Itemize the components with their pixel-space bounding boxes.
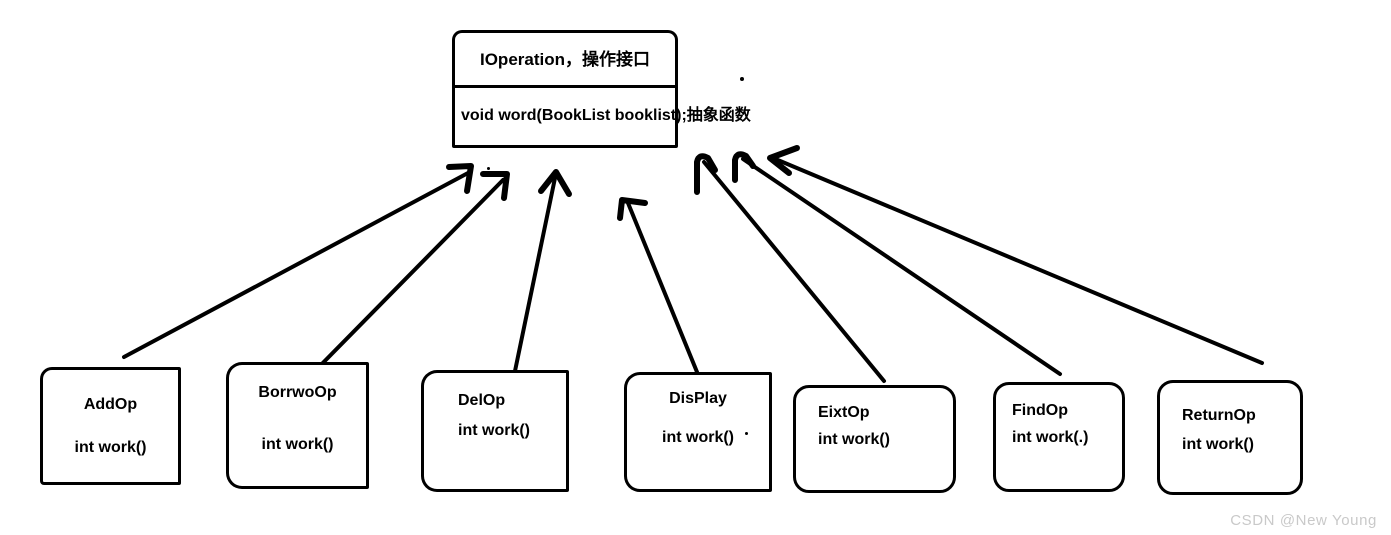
edge-findop-to-ioperation [732, 151, 1062, 376]
class-box-display[interactable]: DisPlay int work() [624, 372, 772, 492]
class-box-borrwoop[interactable]: BorrwoOp int work() [226, 362, 369, 489]
findop-title: FindOp [1012, 402, 1068, 419]
borrwoop-method: int work() [261, 436, 334, 453]
csdn-watermark: CSDN @New Young [1230, 512, 1377, 529]
class-box-returnop[interactable]: ReturnOp int work() [1157, 380, 1303, 495]
edge-delop-to-ioperation [513, 169, 572, 373]
edge-borrwoop-to-ioperation [309, 171, 510, 377]
returnop-method: int work() [1182, 436, 1254, 453]
class-box-eixtop[interactable]: EixtOp int work() [793, 385, 956, 493]
addop-method: int work() [74, 439, 147, 456]
class-box-delop[interactable]: DelOp int work() [421, 370, 569, 492]
ioperation-method-compartment: void word(BookList booklist);抽象函数 [461, 107, 791, 125]
ioperation-header: IOperation，操作接口 [455, 33, 675, 85]
delop-method: int work() [458, 422, 530, 439]
eixtop-title: EixtOp [818, 404, 870, 421]
ink-speck [487, 167, 490, 170]
ioperation-title: IOperation，操作接口 [479, 49, 650, 69]
addop-title: AddOp [83, 396, 138, 413]
findop-method: int work(.) [1012, 429, 1089, 446]
edge-addop-to-ioperation [122, 163, 474, 359]
ink-speck [745, 432, 748, 435]
display-method: int work() [662, 429, 734, 446]
borrwoop-title: BorrwoOp [258, 384, 337, 401]
edge-display-to-ioperation [617, 197, 699, 374]
ioperation-method: void word(BookList booklist);抽象函数 [461, 107, 751, 124]
ink-speck [740, 77, 744, 81]
class-box-addop[interactable]: AddOp int work() [40, 367, 181, 485]
edge-returnop-to-ioperation [767, 145, 1264, 365]
eixtop-method: int work() [818, 431, 890, 448]
edge-eixtop-to-ioperation [694, 153, 886, 383]
display-title: DisPlay [669, 390, 727, 407]
ioperation-compartment-divider [454, 85, 676, 88]
delop-title: DelOp [458, 392, 506, 409]
returnop-title: ReturnOp [1182, 407, 1256, 424]
class-box-findop[interactable]: FindOp int work(.) [993, 382, 1125, 492]
class-box-ioperation[interactable]: IOperation，操作接口 void word(BookList bookl… [452, 30, 751, 148]
